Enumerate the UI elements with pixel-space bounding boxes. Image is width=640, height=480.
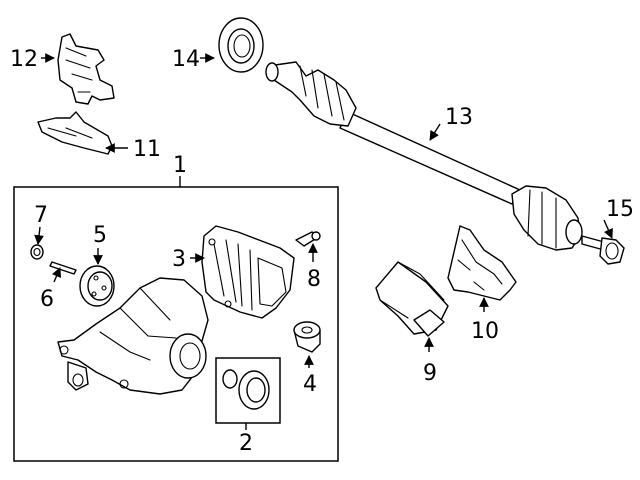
part-9-control-module[interactable]	[375, 261, 449, 337]
callout-11: 11	[133, 137, 161, 162]
part-8-sensor[interactable]	[295, 231, 321, 247]
callout-10: 10	[471, 319, 499, 344]
callout-3: 3	[172, 247, 186, 272]
part-10-control-bracket[interactable]	[447, 225, 517, 301]
part-1-differential-housing[interactable]	[57, 277, 209, 395]
part-12-bracket[interactable]	[57, 33, 115, 105]
part-13-drive-shaft[interactable]	[265, 61, 583, 251]
callout-14: 14	[172, 47, 200, 72]
part-6-pin[interactable]	[49, 261, 77, 275]
callout-12: 12	[10, 47, 38, 72]
leader-lines	[34, 53, 613, 368]
part-5-flange[interactable]	[79, 265, 115, 307]
callout-4: 4	[303, 372, 317, 397]
part-7-ring[interactable]	[30, 244, 44, 260]
callout-5: 5	[93, 223, 107, 248]
callout-labels: 1 2 3 4 5 6 7 8 9 10 11 12 13 14 15	[10, 47, 634, 456]
callout-8: 8	[307, 267, 321, 292]
callout-2: 2	[239, 431, 253, 456]
callout-9: 9	[423, 361, 437, 386]
callout-1: 1	[173, 153, 187, 178]
callout-15: 15	[606, 197, 634, 222]
part-15-bolt[interactable]	[581, 235, 625, 265]
part-4-bushing[interactable]	[293, 321, 321, 353]
callout-13: 13	[445, 105, 473, 130]
part-11-plate[interactable]	[37, 111, 113, 155]
callout-6: 6	[40, 287, 54, 312]
kit-2-frame	[215, 357, 281, 424]
part-14-seal[interactable]	[218, 17, 264, 73]
assembly-1-frame	[13, 186, 339, 462]
part-3-cover[interactable]	[201, 225, 295, 319]
callout-7: 7	[34, 203, 48, 228]
part-2-bearing-kit[interactable]	[222, 369, 270, 410]
